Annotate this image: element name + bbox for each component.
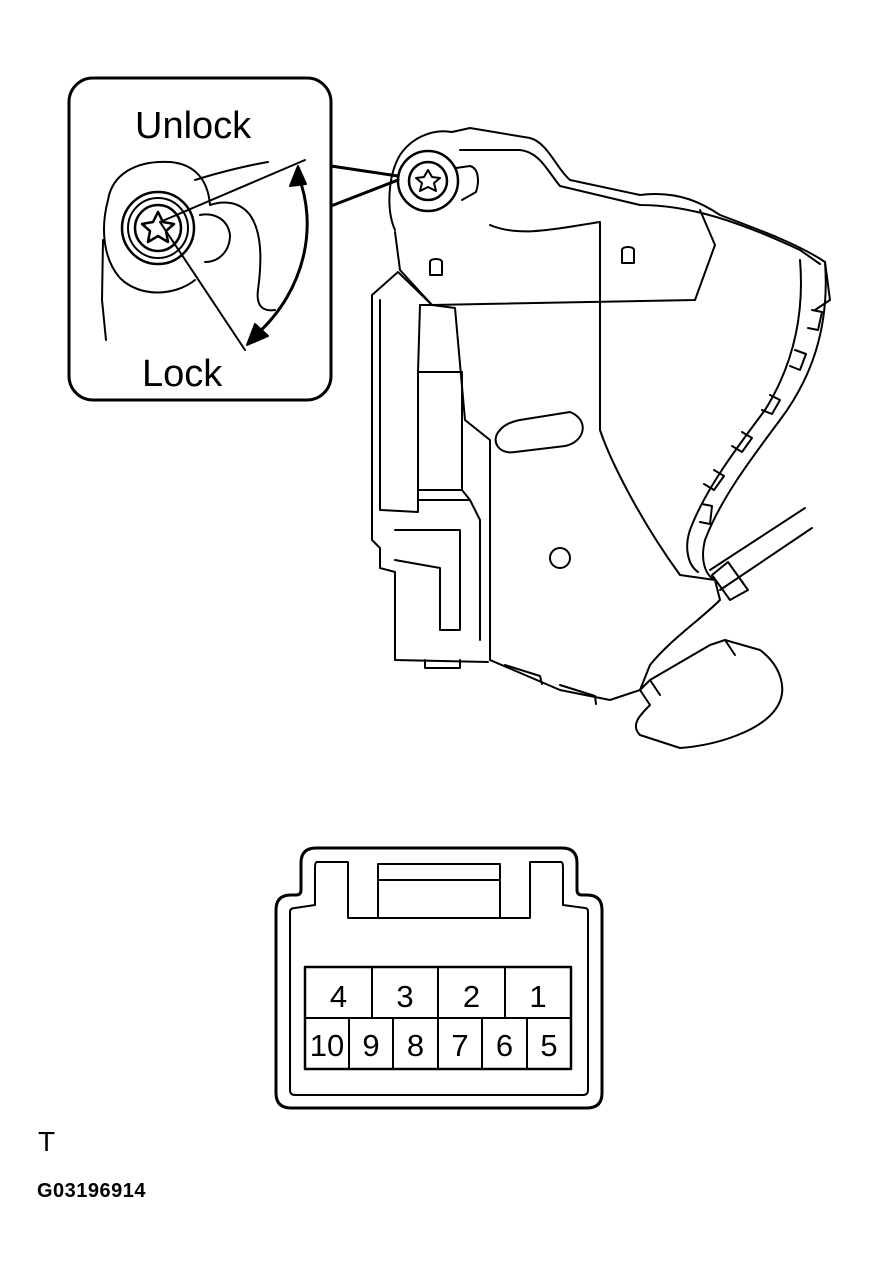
- arrow-head-lock: [246, 323, 269, 346]
- socket-body: [489, 579, 721, 701]
- magnified-knob-inner: [133, 203, 183, 253]
- actuator-body: [371, 127, 831, 749]
- mounting-plate-detail: [489, 221, 601, 301]
- magnified-knob-star: [140, 210, 176, 244]
- magnified-knob-ring: [127, 197, 189, 259]
- pin-number: 6: [495, 1028, 514, 1063]
- mount-hole-2: [621, 246, 635, 264]
- pin-number: 1: [529, 978, 547, 1014]
- connector-inner-outline: [289, 861, 589, 1096]
- magnified-housing-detail: [199, 213, 231, 263]
- housing-step: [394, 489, 471, 631]
- callout-leader-line: [329, 164, 400, 208]
- top-bracket: [388, 127, 831, 311]
- wiring-clips: [699, 309, 823, 525]
- lever-knob-star: [415, 169, 441, 192]
- mount-hole-1: [429, 258, 443, 276]
- wiring-channel-outer: [702, 261, 827, 581]
- socket-clips: [504, 664, 597, 705]
- pin-number: 2: [462, 978, 481, 1014]
- pin-number: 5: [540, 1028, 558, 1063]
- pin-number: 4: [329, 978, 348, 1014]
- housing-slot: [494, 411, 584, 454]
- top-bracket-inner: [459, 149, 821, 265]
- callout-frame: [67, 76, 333, 402]
- rotation-arc: [254, 173, 309, 337]
- lever-arm: [455, 165, 479, 201]
- arrow-head-unlock: [289, 165, 307, 187]
- pin-number: 10: [309, 1028, 345, 1063]
- housing-hole: [549, 547, 571, 569]
- connector-outline: [274, 846, 604, 1110]
- cable-sleeve: [711, 561, 749, 601]
- view-mark: T: [38, 1126, 56, 1157]
- lock-position-line: [159, 221, 246, 351]
- pin-number: 8: [406, 1028, 425, 1063]
- pin-number: 7: [451, 1028, 469, 1063]
- plug-connector: [634, 639, 784, 749]
- pin-number: 3: [396, 978, 414, 1014]
- lever-knob-inner: [407, 160, 449, 202]
- housing-foot: [424, 659, 461, 669]
- wiring-channel-inner: [686, 259, 802, 573]
- lock-label: Lock: [142, 353, 223, 395]
- connector-lock-tab: [377, 863, 501, 919]
- housing-left-inner: [379, 299, 481, 641]
- magnified-housing: [101, 160, 276, 341]
- main-housing: [431, 299, 716, 661]
- cable: [709, 507, 813, 591]
- lever-knob-outer: [396, 149, 460, 213]
- unlock-label: Unlock: [135, 105, 252, 147]
- mounting-plate: [394, 209, 716, 306]
- figure-code: G03196914: [37, 1180, 147, 1202]
- magnified-knob-outer: [120, 190, 196, 266]
- connector-front-view: [274, 846, 604, 1110]
- callout-magnified-view: [67, 76, 400, 402]
- pin-number: 9: [362, 1028, 380, 1063]
- housing-left-wall: [371, 271, 489, 663]
